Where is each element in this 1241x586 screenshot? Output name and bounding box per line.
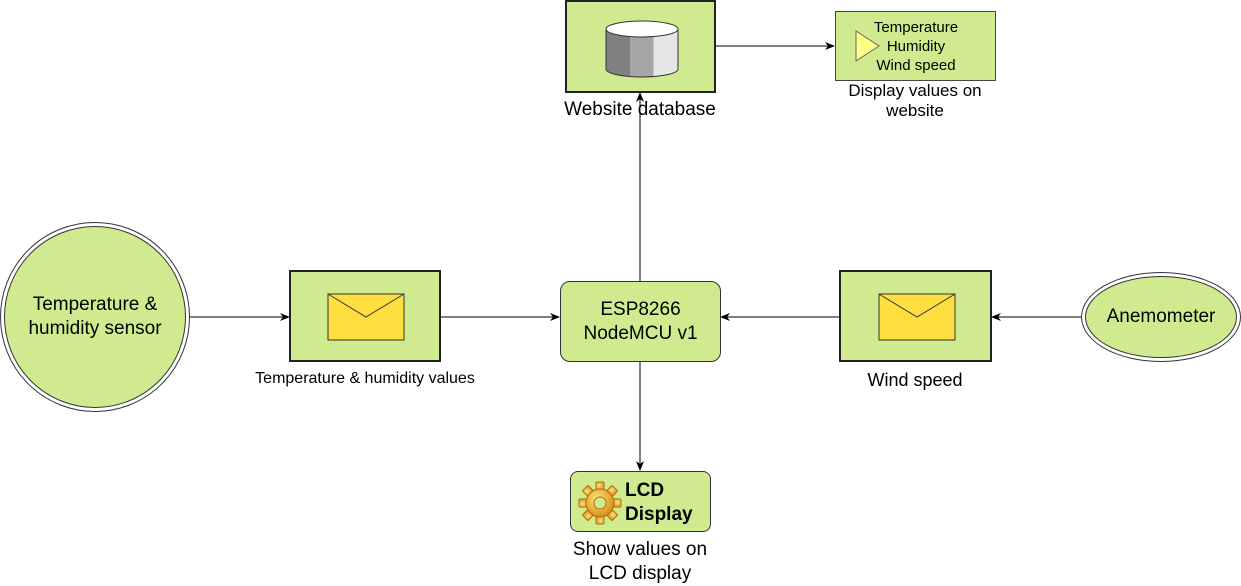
lcd-caption: Show values on LCD display bbox=[572, 539, 708, 584]
wind-speed-caption: Wind speed bbox=[867, 370, 963, 390]
lcd-label: LCD Display bbox=[625, 480, 693, 525]
temperature-message-box bbox=[289, 270, 441, 362]
display-line-humidity: Humidity bbox=[886, 38, 946, 55]
display-line-temperature: Temperature bbox=[873, 19, 959, 36]
wind-speed-message-box bbox=[839, 270, 992, 362]
anemometer-label: Anemometer bbox=[1106, 306, 1216, 327]
envelope-icon bbox=[878, 293, 956, 341]
lcd-display-node: LCD Display bbox=[570, 471, 711, 532]
display-line-wind-speed: Wind speed bbox=[876, 57, 956, 74]
temperature-humidity-sensor-node: Temperature & humidity sensor bbox=[0, 222, 190, 412]
database-cylinder-icon bbox=[605, 20, 679, 78]
envelope-icon bbox=[327, 293, 405, 341]
website-database-box bbox=[565, 0, 716, 93]
temperature-values-caption: Temperature & humidity values bbox=[255, 370, 475, 387]
anemometer-node: Anemometer bbox=[1081, 272, 1241, 362]
gear-icon bbox=[578, 481, 622, 525]
display-values-caption: Display values on website bbox=[848, 81, 982, 120]
esp8266-node: ESP8266 NodeMCU v1 bbox=[560, 281, 721, 362]
display-values-box: Temperature Humidity Wind speed bbox=[835, 11, 996, 81]
website-database-caption: Website database bbox=[564, 99, 716, 120]
play-triangle-icon bbox=[855, 30, 880, 62]
sensor-label: Temperature & humidity sensor bbox=[28, 294, 162, 339]
esp-label: ESP8266 NodeMCU v1 bbox=[583, 298, 698, 344]
